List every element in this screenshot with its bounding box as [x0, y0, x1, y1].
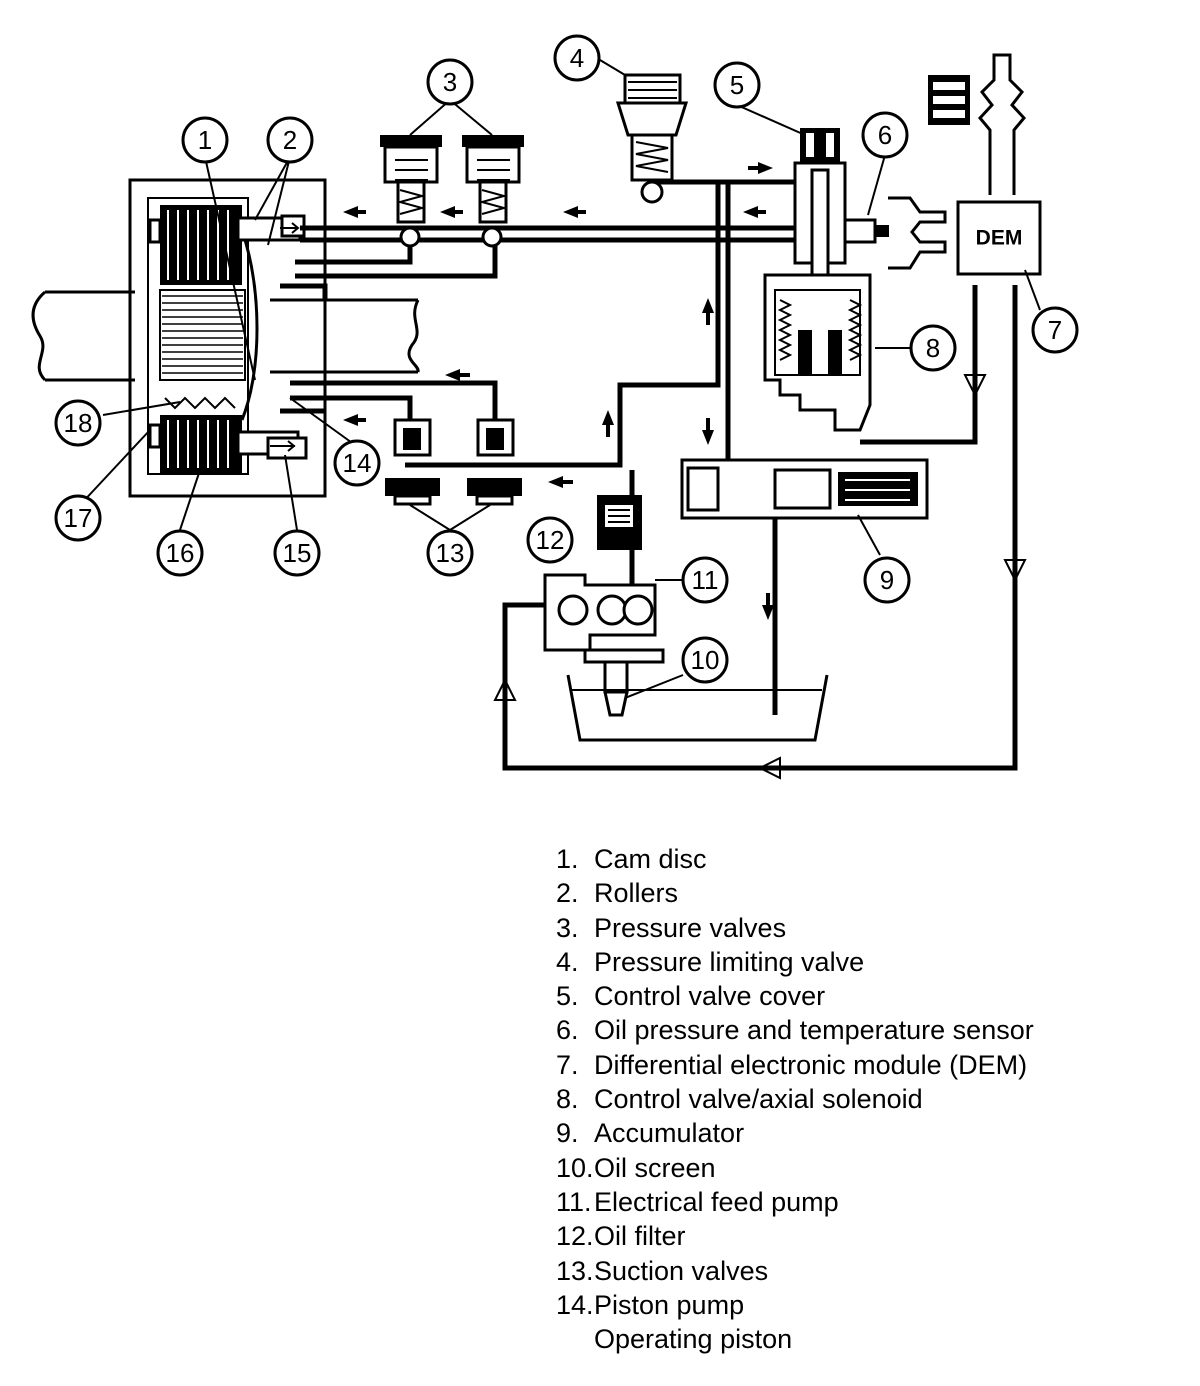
- callout-6: 6: [861, 111, 909, 159]
- legend-item: 1. Cam disc: [556, 842, 1176, 876]
- legend-item: 10.Oil screen: [556, 1151, 1176, 1185]
- legend-text: Operating piston: [594, 1324, 793, 1355]
- svg-text:4: 4: [570, 43, 584, 73]
- svg-text:3: 3: [443, 67, 457, 97]
- svg-text:18: 18: [64, 408, 93, 438]
- dem-module: DEM: [888, 53, 1042, 276]
- svg-text:2: 2: [283, 125, 297, 155]
- legend-item: 8. Control valve/axial solenoid: [556, 1082, 1176, 1116]
- legend-number: 12.: [556, 1221, 594, 1252]
- legend-text: Control valve/axial solenoid: [594, 1084, 923, 1115]
- legend-item: 3. Pressure valves: [556, 911, 1176, 945]
- leader-lines: [79, 59, 1041, 699]
- parts-legend: 1. Cam disc 2. Rollers 3. Pressure valves 4…: [556, 842, 1176, 1356]
- legend-text: Accumulator: [594, 1118, 745, 1149]
- callout-12: 12: [526, 516, 574, 564]
- svg-text:10: 10: [691, 645, 720, 675]
- callout-3: 3: [426, 58, 474, 106]
- legend-number: 3.: [556, 912, 579, 943]
- legend-item: 11.Electrical feed pump: [556, 1185, 1176, 1219]
- legend-item: Operating piston: [556, 1322, 1176, 1356]
- svg-text:17: 17: [64, 503, 93, 533]
- oil-lines: [280, 179, 1018, 771]
- suction-valves: [385, 418, 522, 506]
- flow-arrows: [343, 162, 774, 620]
- legend-item: 13.Suction valves: [556, 1254, 1176, 1288]
- dem-label: DEM: [976, 227, 1023, 250]
- legend-number: 9.: [556, 1118, 579, 1149]
- callout-18: 18: [54, 399, 102, 447]
- legend-item: 5. Control valve cover: [556, 979, 1176, 1013]
- legend-text: Electrical feed pump: [594, 1186, 839, 1217]
- legend-number: 10.: [556, 1152, 594, 1183]
- legend-text: Suction valves: [594, 1255, 769, 1286]
- legend-number: 2.: [556, 878, 579, 909]
- legend-text: Differential electronic module (DEM): [594, 1049, 1028, 1080]
- callout-10: 10: [681, 636, 729, 684]
- legend-text: Oil pressure and temperature sensor: [594, 1015, 1034, 1046]
- legend-item: 9. Accumulator: [556, 1116, 1176, 1150]
- callout-9: 9: [863, 556, 911, 604]
- legend-item: 6. Oil pressure and temperature sensor: [556, 1013, 1176, 1047]
- legend-number: 11.: [556, 1186, 592, 1217]
- svg-text:5: 5: [730, 70, 744, 100]
- legend-number: 4.: [556, 946, 579, 977]
- callout-17: 17: [54, 494, 102, 542]
- legend-text: Cam disc: [594, 844, 707, 874]
- legend-number: 6.: [556, 1015, 579, 1046]
- svg-text:13: 13: [436, 538, 465, 568]
- legend-text: Pressure limiting valve: [594, 946, 865, 977]
- legend-text: Control valve cover: [594, 981, 826, 1012]
- svg-text:8: 8: [926, 333, 940, 363]
- feed-pump: [543, 573, 665, 717]
- callout-4: 4: [553, 34, 601, 82]
- legend-number: 8.: [556, 1084, 579, 1115]
- oil-filter: [597, 495, 642, 550]
- callout-2: 2: [266, 116, 314, 164]
- legend-number: 7.: [556, 1049, 579, 1080]
- legend-number: 5.: [556, 981, 579, 1012]
- legend-item: 7. Differential electronic module (DEM): [556, 1048, 1176, 1082]
- callout-16: 16: [156, 529, 204, 577]
- legend-text: Oil filter: [594, 1221, 686, 1252]
- legend-text: Piston pump: [594, 1289, 745, 1320]
- accumulator: [680, 458, 929, 520]
- legend-text: Rollers: [594, 878, 679, 909]
- differential-housing: [128, 178, 327, 498]
- callout-13: 13: [426, 529, 474, 577]
- legend-text: Oil screen: [594, 1152, 716, 1183]
- svg-text:6: 6: [878, 120, 892, 150]
- callout-1: 1: [181, 116, 229, 164]
- svg-text:11: 11: [692, 565, 719, 595]
- open-flow-arrows: [493, 374, 1027, 780]
- svg-text:1: 1: [198, 125, 212, 155]
- svg-text:15: 15: [283, 538, 312, 568]
- callout-8: 8: [909, 324, 957, 372]
- hydraulic-schematic: DEM: [31, 34, 1079, 780]
- svg-text:14: 14: [343, 448, 372, 478]
- svg-text:7: 7: [1048, 315, 1062, 345]
- svg-text:16: 16: [166, 538, 195, 568]
- legend-text: Pressure valves: [594, 912, 787, 943]
- callout-15: 15: [273, 529, 321, 577]
- legend-number: 14.: [556, 1289, 594, 1320]
- pressure-limiting-valve: [615, 73, 689, 204]
- legend-number: [556, 1322, 594, 1356]
- legend-item: 12.Oil filter: [556, 1219, 1176, 1253]
- drive-shaft: [31, 290, 420, 382]
- svg-text:9: 9: [880, 565, 894, 595]
- callout-7: 7: [1031, 306, 1079, 354]
- legend-item: 14.Piston pump: [556, 1288, 1176, 1322]
- legend-number: 1.: [556, 844, 579, 874]
- callout-11: 11: [681, 556, 729, 604]
- callout-14: 14: [333, 439, 381, 487]
- legend-number: 13.: [556, 1255, 594, 1286]
- control-valve: [763, 128, 889, 432]
- oil-reservoir: [566, 674, 829, 742]
- legend-item: 2. Rollers: [556, 876, 1176, 910]
- svg-text:12: 12: [536, 525, 565, 555]
- callout-5: 5: [713, 61, 761, 109]
- legend-item: 4. Pressure limiting valve: [556, 945, 1176, 979]
- pressure-valves: [380, 135, 524, 248]
